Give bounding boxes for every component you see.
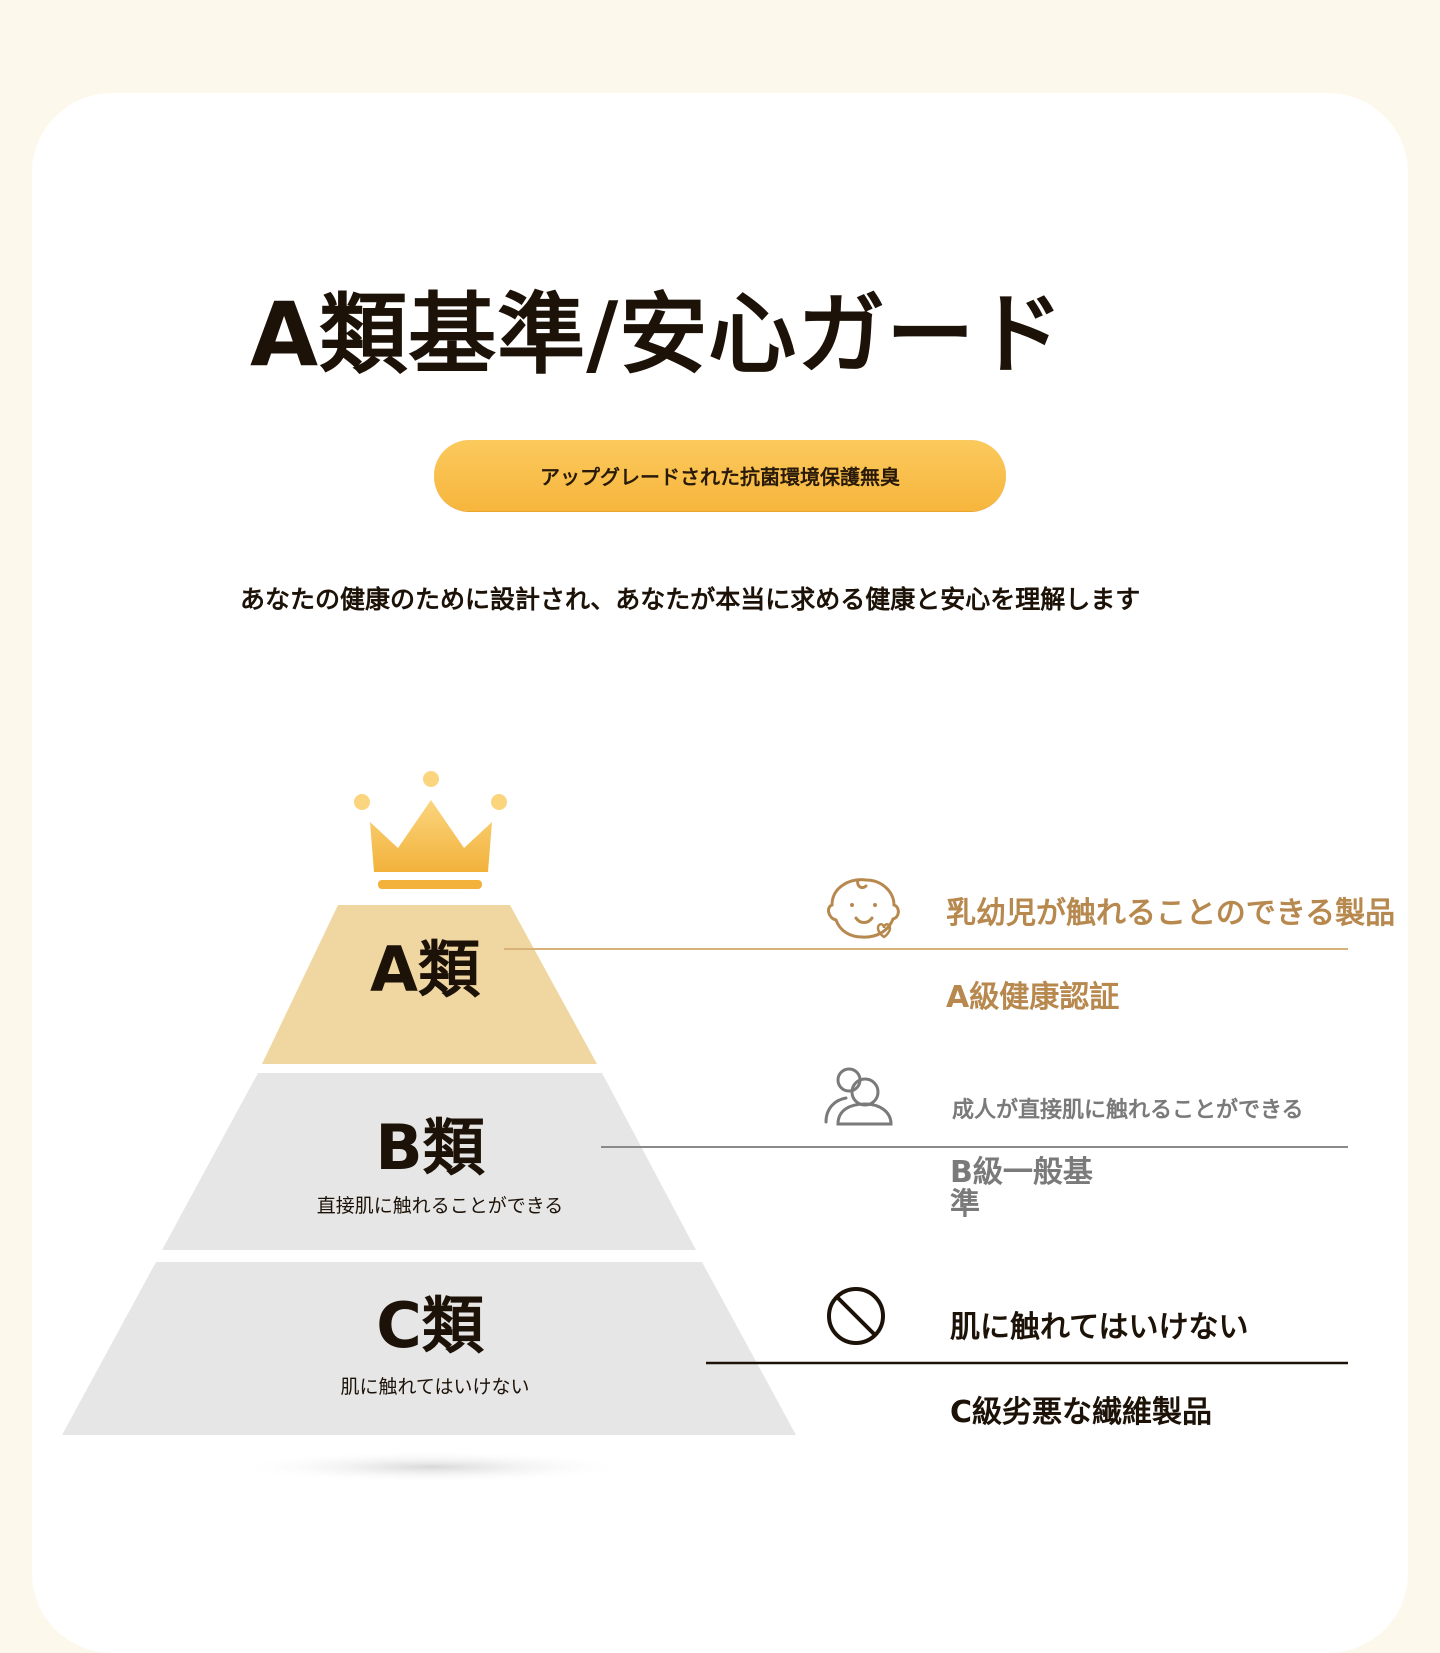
people-icon (824, 1067, 893, 1126)
row-c-cert: C級劣悪な繊維製品 (950, 1395, 1213, 1430)
crown-icon (354, 771, 507, 889)
prohibited-icon (827, 1287, 885, 1345)
row-a-title: 乳幼児が触れることのできる製品 (946, 896, 1396, 931)
tier-b-sub: 直接肌に触れることができる (316, 1195, 564, 1217)
tier-c (62, 1262, 796, 1435)
feature-pill: アップグレードされた抗菌環境保護無臭 (434, 440, 1006, 511)
page-subtitle: あなたの健康のために設計され、あなたが本当に求める健康と安心を理解します (240, 585, 1141, 614)
pyramid-shadow (232, 1451, 632, 1483)
feature-pill-text: アップグレードされた抗菌環境保護無臭 (540, 465, 900, 489)
tier-a (262, 905, 597, 1064)
tier-c-sub: 肌に触れてはいけない (340, 1376, 530, 1398)
tier-b (162, 1073, 696, 1250)
baby-icon (827, 878, 900, 939)
row-a-cert: A級健康認証 (946, 980, 1120, 1015)
row-b-cert: B級一般基準 (950, 1155, 1093, 1222)
tier-a-label: A類 (370, 933, 480, 1006)
row-c-title: 肌に触れてはいけない (950, 1310, 1249, 1345)
row-b-title: 成人が直接肌に触れることができる (952, 1098, 1304, 1123)
tier-b-label: B類 (375, 1111, 485, 1184)
tier-c-label: C類 (376, 1289, 484, 1362)
page-title: A類基準/安心ガード (250, 283, 1065, 386)
